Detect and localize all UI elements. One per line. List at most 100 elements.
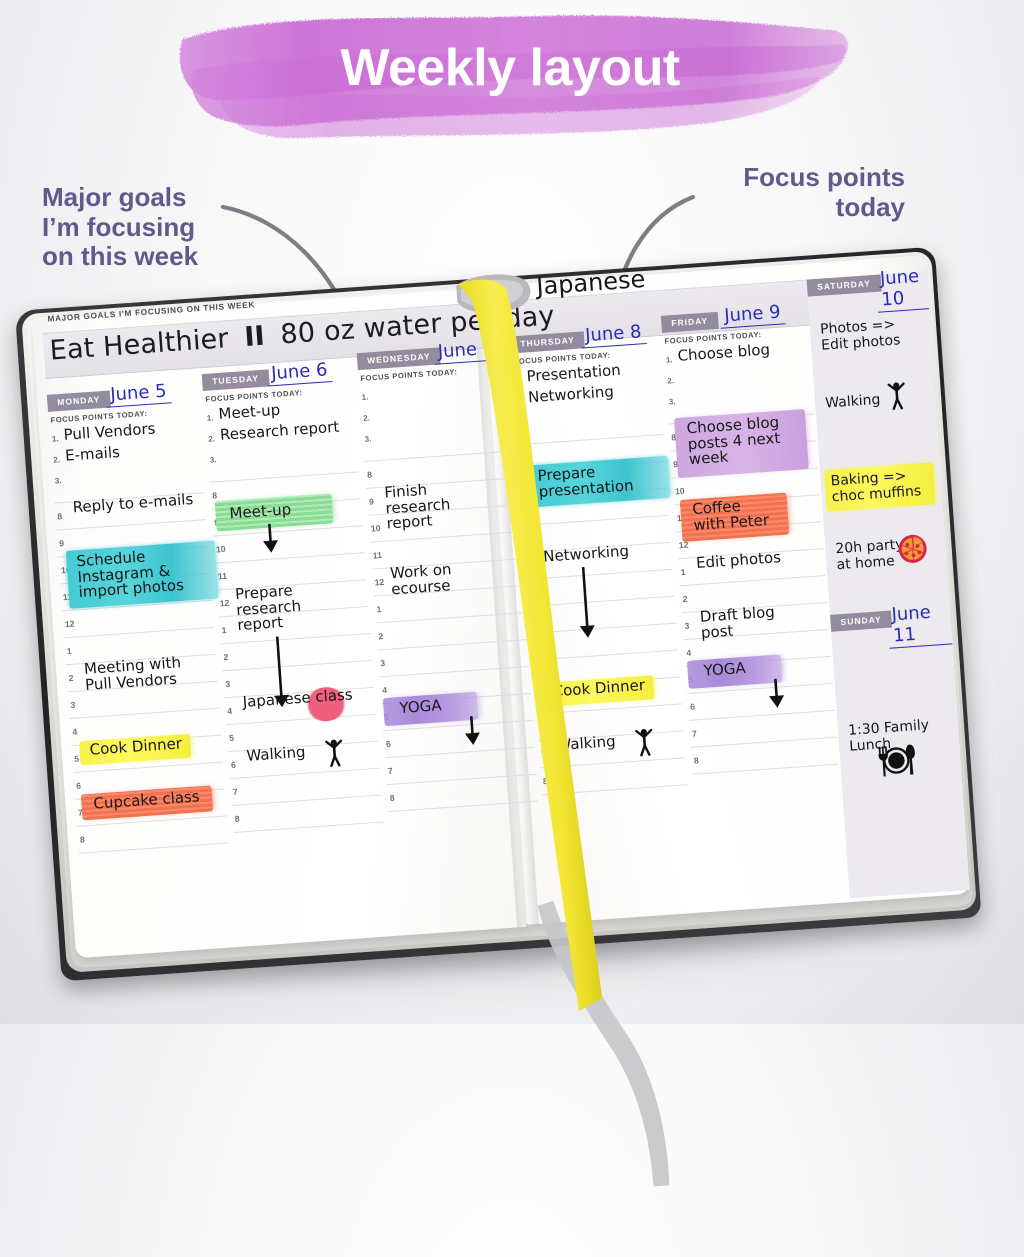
hour-label: 1 bbox=[680, 566, 686, 578]
hour-label: 11 bbox=[372, 549, 383, 561]
callout-focus-points: Focus points today bbox=[660, 162, 905, 222]
down-arrow-icon bbox=[579, 566, 595, 638]
hour-label: 8 bbox=[234, 813, 240, 824]
callout-major-goals-line3: on this week bbox=[42, 241, 199, 272]
pizza-icon bbox=[898, 534, 927, 563]
page-title: Weekly layout bbox=[340, 39, 680, 97]
walking-icon-wrap bbox=[323, 736, 345, 772]
hour-label: 8 bbox=[693, 755, 700, 766]
hour-label: 10 bbox=[215, 543, 226, 555]
day-date: June 11 bbox=[886, 600, 953, 649]
event-text: Walking bbox=[245, 742, 307, 765]
yellow-bookmark-ribbon-icon bbox=[458, 279, 603, 1012]
hour-label: 8 bbox=[366, 469, 373, 480]
hour-slot[interactable]: 12Networking bbox=[525, 542, 673, 638]
day-date: June 9 bbox=[719, 301, 786, 329]
event-line: YOGA bbox=[398, 696, 443, 718]
day-name-tab: MONDAY bbox=[46, 390, 111, 412]
hour-label: 9 bbox=[368, 496, 375, 507]
focus-point-text: Pull Vendors bbox=[63, 419, 156, 444]
focus-point-number: 1. bbox=[206, 413, 214, 423]
down-arrow-icon bbox=[273, 636, 289, 708]
weekend-note-line: Edit photos bbox=[820, 332, 901, 354]
focus-point-number: 3. bbox=[54, 476, 62, 486]
hour-label: 4 bbox=[686, 647, 692, 658]
hour-label: 7 bbox=[691, 728, 698, 739]
planner-notebook: MAJOR GOALS I'M FOCUSING ON THIS WEEK Ea… bbox=[5, 222, 1019, 1187]
title-brush-banner: Weekly layout bbox=[160, 4, 860, 154]
grey-ribbon-bottom-icon bbox=[537, 900, 670, 1187]
day-name-tab: TUESDAY bbox=[201, 369, 270, 392]
day-date: June 10 bbox=[875, 265, 929, 313]
hour-label: 8 bbox=[211, 490, 218, 501]
hour-label: 3 bbox=[380, 657, 386, 669]
brush-stroke-icon bbox=[179, 15, 849, 139]
hour-slot[interactable]: 5YOGA bbox=[381, 691, 533, 746]
event-line: Walking bbox=[245, 742, 307, 765]
hour-label: 11 bbox=[217, 570, 228, 582]
callout-focus-points-line1: Focus points bbox=[743, 162, 905, 192]
day-name-tab: SUNDAY bbox=[830, 610, 893, 632]
hour-label: 4 bbox=[72, 726, 78, 737]
hour-label: 8 bbox=[389, 792, 395, 803]
hour-label: 9 bbox=[58, 538, 65, 549]
flow-arrow-wrap bbox=[572, 566, 599, 644]
weekend-note: Walking bbox=[824, 391, 881, 413]
weekend-note: Photos =>Edit photos bbox=[820, 317, 901, 354]
stick-figure-icon bbox=[325, 739, 343, 768]
hour-label: 6 bbox=[230, 759, 237, 770]
callout-major-goals-line2: I’m focusing bbox=[42, 211, 196, 242]
hour-slot[interactable]: 6 Walking bbox=[228, 739, 380, 780]
hour-label: 12 bbox=[219, 597, 230, 609]
focus-point-text: Choose blog bbox=[676, 340, 771, 365]
event-text: Edit photos bbox=[695, 548, 782, 573]
focus-point-number: 3. bbox=[364, 434, 372, 444]
focus-point-number: 1. bbox=[51, 434, 59, 444]
hour-label: 3 bbox=[70, 699, 76, 711]
event-line: YOGA bbox=[703, 658, 747, 680]
hour-label: 2 bbox=[378, 631, 384, 642]
hour-label: 1 bbox=[376, 604, 382, 615]
event-text: YOGA bbox=[703, 658, 747, 680]
hour-label: 6 bbox=[689, 701, 696, 712]
hour-label: 12 bbox=[374, 576, 385, 588]
hour-label: 7 bbox=[387, 765, 394, 777]
event-line: Edit photos bbox=[695, 548, 782, 573]
cutlery-icon bbox=[878, 744, 915, 777]
focus-point-number: 1. bbox=[665, 355, 673, 365]
cutlery-icon-wrap bbox=[869, 743, 923, 784]
hour-label: 2 bbox=[223, 651, 229, 663]
hour-slot[interactable]: 9Meet-up bbox=[211, 493, 363, 553]
hour-label: 10 bbox=[370, 522, 381, 534]
hour-slot[interactable]: 7Walking bbox=[538, 728, 686, 769]
hour-slot[interactable]: 5YOGA bbox=[685, 654, 833, 708]
hour-label: 3 bbox=[684, 620, 690, 631]
down-arrow-icon bbox=[464, 715, 480, 746]
pizza-icon-wrap bbox=[894, 530, 931, 571]
focus-point-number: 2. bbox=[53, 455, 61, 465]
hour-label: 7 bbox=[232, 786, 239, 797]
hour-label: 1 bbox=[66, 645, 72, 657]
focus-point-number: 2. bbox=[207, 434, 216, 444]
down-arrow-icon bbox=[263, 523, 279, 553]
screenshot-root: Weekly layout Major goals I’m focusing o… bbox=[14, 4, 1000, 1187]
weekend-note-line: Walking bbox=[824, 391, 881, 412]
walking-icon-wrap bbox=[633, 725, 655, 761]
